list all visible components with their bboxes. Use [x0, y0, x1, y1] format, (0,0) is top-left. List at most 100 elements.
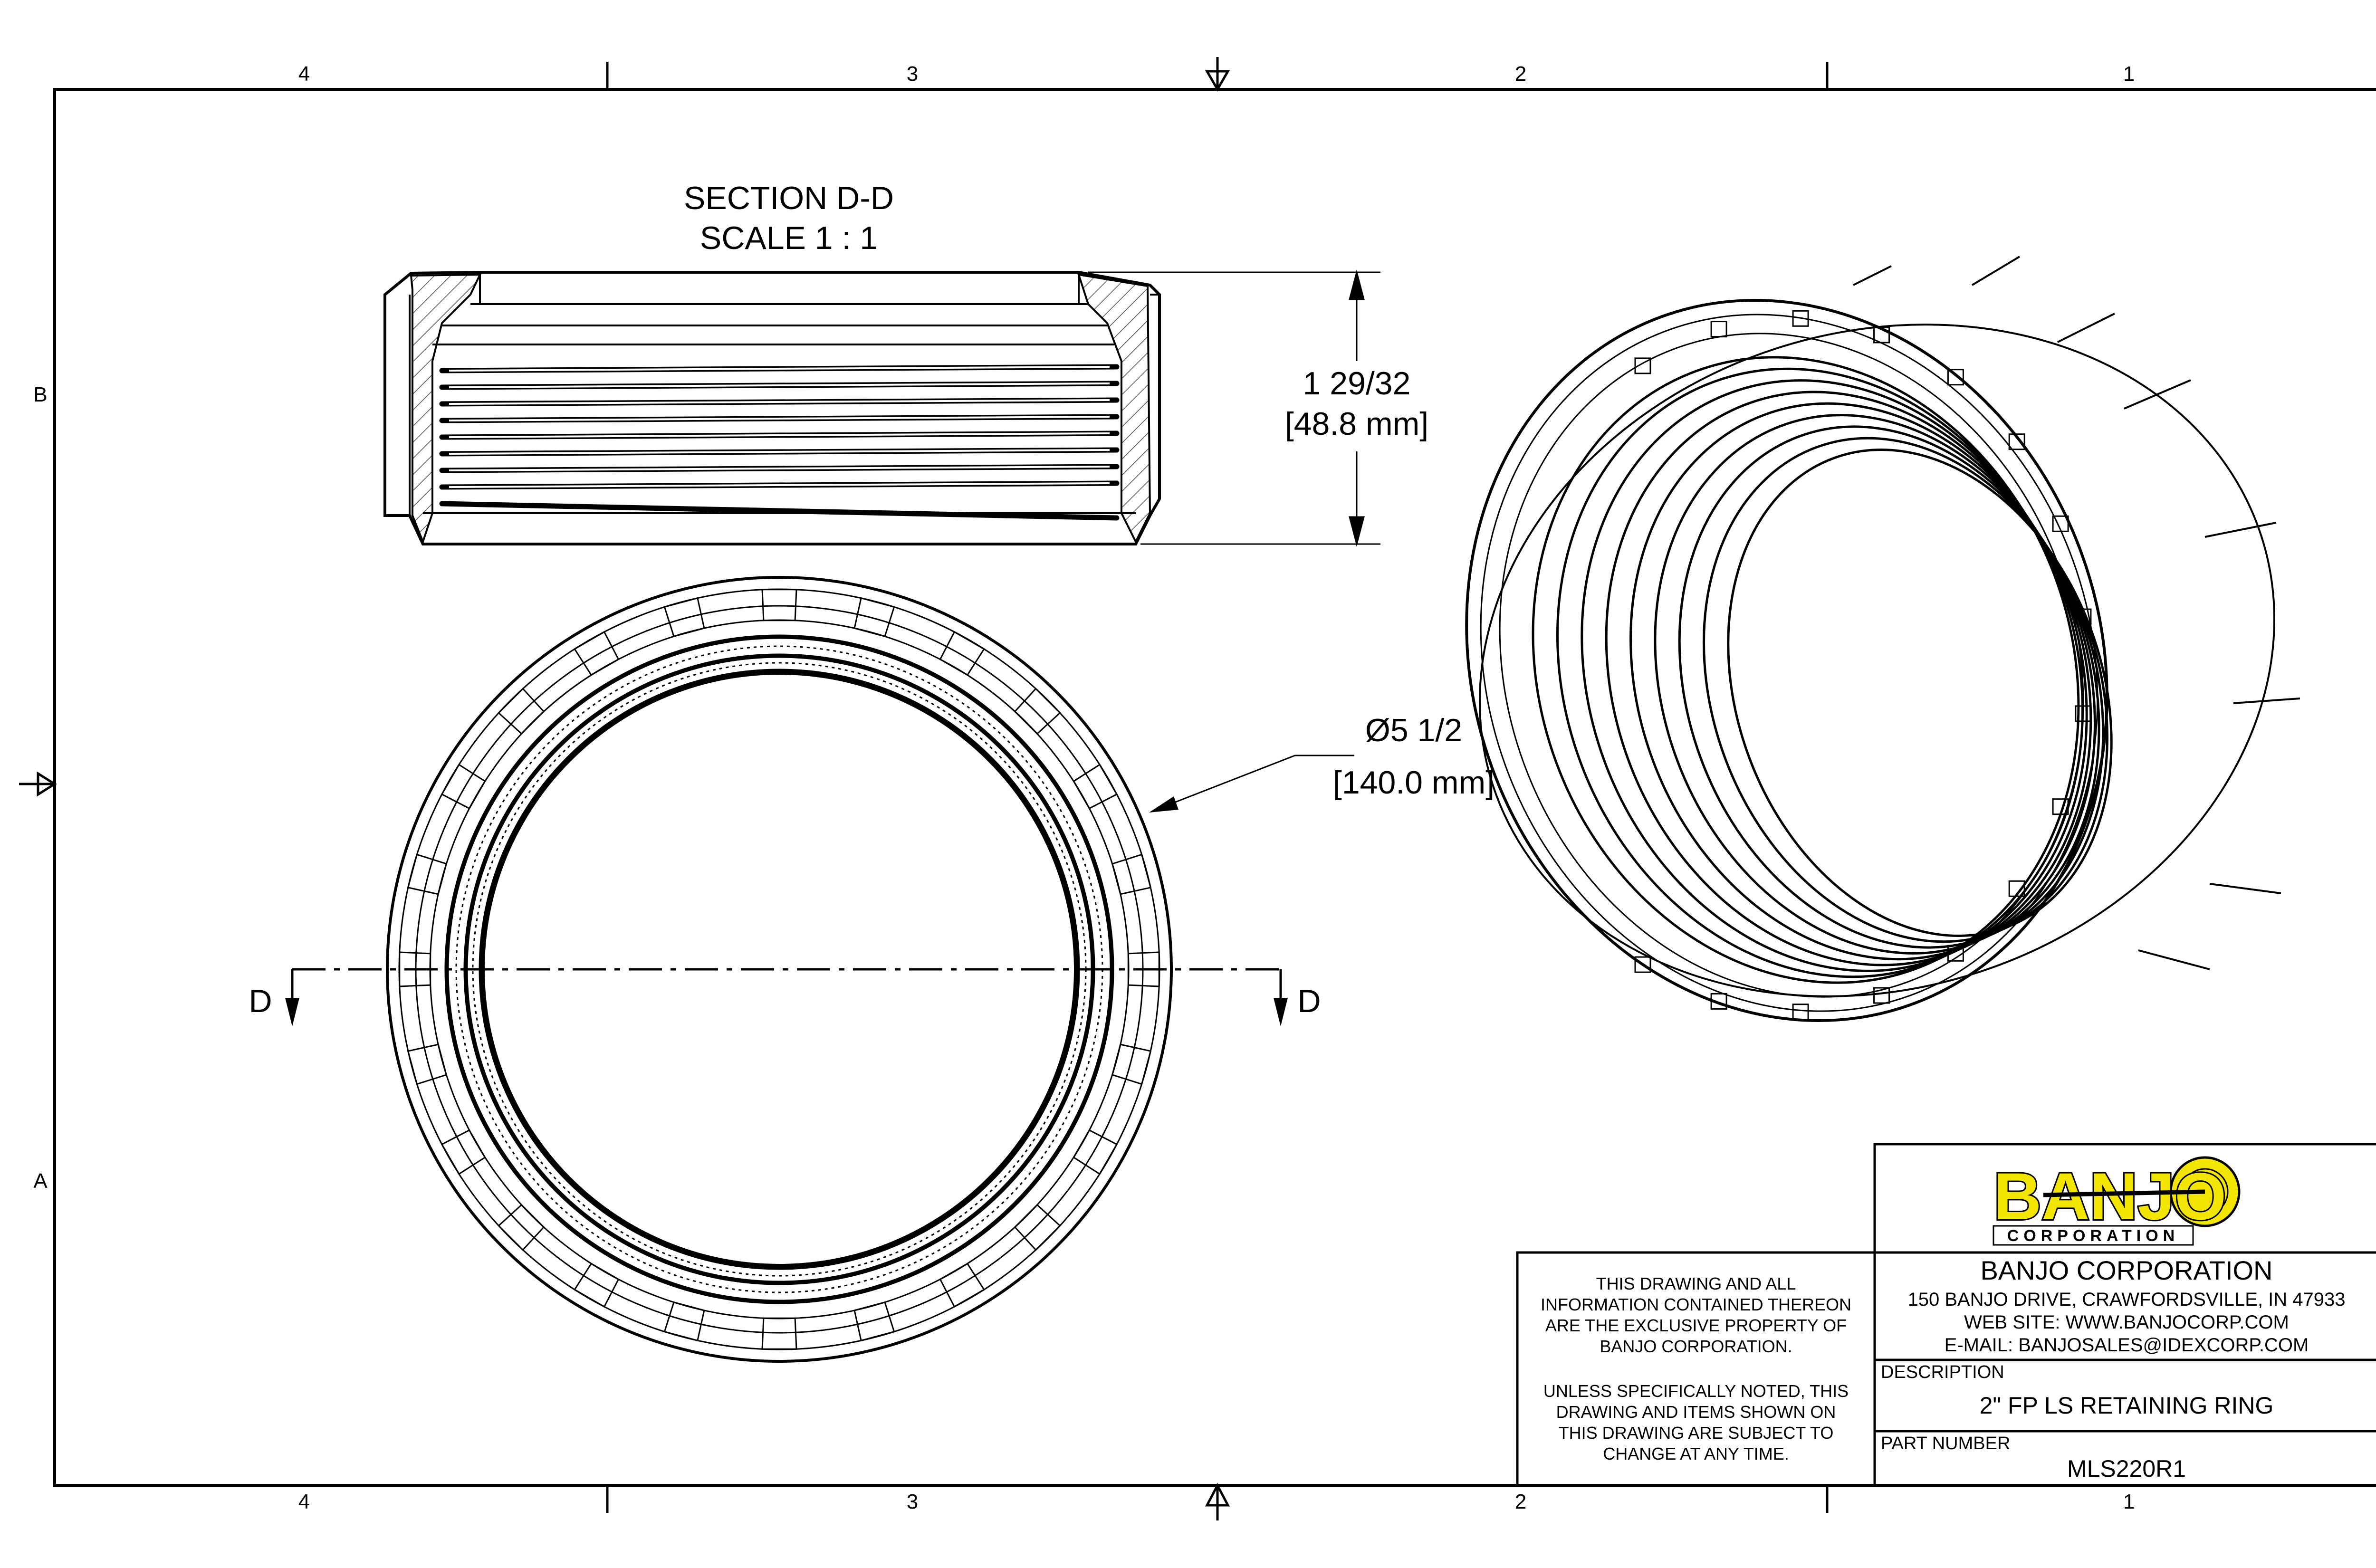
plan-lug [441, 764, 486, 810]
iso-tab [1947, 369, 1964, 386]
zone-col-top-1: 1 [2123, 62, 2135, 86]
iso-tab [2075, 705, 2092, 722]
zone-col-top-3: 3 [907, 62, 918, 86]
title-block-text: BANJO CORPORATION 150 BANJO DRIVE, CRAWF… [1541, 1255, 2346, 1482]
iso-tab [2008, 880, 2025, 897]
plan-lug [939, 1262, 985, 1308]
plan-lug [407, 1043, 448, 1085]
centering-marks [19, 57, 1230, 1520]
plan-lug [1127, 951, 1160, 987]
plan-lug [574, 1262, 620, 1308]
section-label-right: D [1297, 983, 1321, 1019]
plan-lug [498, 688, 545, 735]
iso-thread-ring [1532, 356, 2080, 984]
section-hatch-right [1077, 273, 1151, 544]
iso-thread-ring [1727, 449, 2113, 937]
section-scale: SCALE 1 : 1 [700, 220, 878, 256]
iso-tab [1634, 357, 1651, 374]
logo-subtext-bar [1993, 1225, 2194, 1246]
height-dim-mm-text: [48.8 mm] [1285, 406, 1428, 442]
plan-lug [1014, 1204, 1061, 1251]
iso-rib [2204, 522, 2277, 538]
iso-tab [2052, 515, 2069, 532]
iso-front-rim-2 [1480, 314, 2098, 1012]
iso-ribs [1853, 256, 2300, 970]
zone-labels: 4 3 2 1 4 3 2 1 B A B A [33, 62, 2135, 1513]
iso-rib [2209, 883, 2281, 894]
zone-col-bottom-3: 3 [907, 1490, 918, 1513]
title-block [1516, 1143, 2376, 1487]
iso-rib [2124, 379, 2191, 410]
iso-tab [1873, 987, 1890, 1004]
section-title: SECTION D-D [684, 180, 894, 216]
iso-tab [2008, 433, 2025, 450]
iso-threads [1532, 356, 2113, 984]
plan-view [285, 576, 1354, 1363]
iso-rib [2057, 313, 2115, 343]
isometric-view [1465, 256, 2300, 1022]
iso-tab [1792, 1004, 1809, 1021]
disclaimer-line-3: THIS DRAWING ARE SUBJECT TO [1559, 1423, 1834, 1443]
banjo-logo: BANJO CORPORATION [1992, 1156, 2241, 1246]
iso-tab [1710, 993, 1727, 1010]
iso-tab [2052, 798, 2069, 815]
section-thread-gaps [449, 366, 1110, 488]
plan-lug [1073, 1129, 1118, 1175]
zone-col-bottom-1: 1 [2123, 1490, 2135, 1513]
iso-thread-ring [1629, 402, 2096, 961]
iso-tabs [1634, 310, 2092, 1021]
iso-rib [2138, 949, 2210, 970]
plan-lug [939, 631, 985, 676]
company-address: 150 BANJO DRIVE, CRAWFORDSVILLE, IN 4793… [1907, 1289, 2345, 1310]
diameter-dim-text: Ø5 1/2 [1365, 712, 1462, 748]
plan-lug [574, 631, 620, 676]
plan-lug [853, 597, 895, 638]
iso-thread-ring [1556, 367, 2084, 978]
zone-row-left-a: A [33, 1169, 48, 1193]
ring-outer-edge [386, 576, 1173, 1363]
notice-line-4: BANJO CORPORATION. [1600, 1337, 1792, 1356]
zone-col-top-4: 4 [298, 62, 310, 86]
disclaimer-line-2: DRAWING AND ITEMS SHOWN ON [1556, 1402, 1836, 1422]
diameter-leader [1154, 755, 1354, 811]
ring-thread-band-2 [455, 645, 1103, 1293]
plan-lug [1073, 764, 1118, 810]
section-hatch-left [410, 273, 482, 545]
section-threads [439, 364, 1120, 521]
plan-lug [441, 1129, 486, 1175]
iso-tab [1792, 310, 1809, 327]
part-number-label: PART NUMBER [1881, 1434, 2010, 1453]
iso-front-rim [1465, 299, 2108, 1022]
plan-lug [407, 853, 448, 895]
disclaimer-line-1: UNLESS SPECIFICALLY NOTED, THIS [1543, 1381, 1849, 1401]
notice-line-1: THIS DRAWING AND ALL [1596, 1274, 1796, 1293]
iso-rib [2233, 698, 2300, 704]
zone-row-left-b: B [33, 383, 47, 406]
iso-tab [2075, 608, 2092, 625]
logo-subtext: CORPORATION [2007, 1227, 2179, 1245]
plan-lug [663, 1301, 705, 1342]
company-name: BANJO CORPORATION [1980, 1255, 2272, 1285]
plan-lug [1111, 1043, 1152, 1085]
part-number-value: MLS220R1 [2067, 1455, 2186, 1482]
plan-lug [1014, 688, 1061, 735]
company-email: E-MAIL: BANJOSALES@IDEXCORP.COM [1945, 1335, 2309, 1356]
plan-lug [1111, 853, 1152, 895]
iso-tab [1873, 326, 1890, 344]
ring-lugs [399, 589, 1160, 1350]
iso-thread-ring [1678, 425, 2105, 949]
section-arrow-left [285, 998, 299, 1026]
title-block-part-cell [1873, 1430, 2376, 1487]
diameter-dim-mm-text: [140.0 mm] [1333, 765, 1495, 801]
notice-line-3: ARE THE EXCLUSIVE PROPERTY OF [1545, 1316, 1847, 1335]
iso-outer-shell [1478, 324, 2276, 997]
disclaimer-line-4: CHANGE AT ANY TIME. [1603, 1444, 1789, 1463]
height-dim-text: 1 29/32 [1303, 365, 1411, 402]
iso-thread-ring [1581, 379, 2088, 972]
zone-col-bottom-4: 4 [298, 1490, 310, 1513]
diameter-leader-arrow [1149, 796, 1178, 813]
logo-stripe [2043, 1189, 2205, 1197]
height-dimension [1088, 269, 1380, 547]
iso-tab [1947, 945, 1964, 962]
